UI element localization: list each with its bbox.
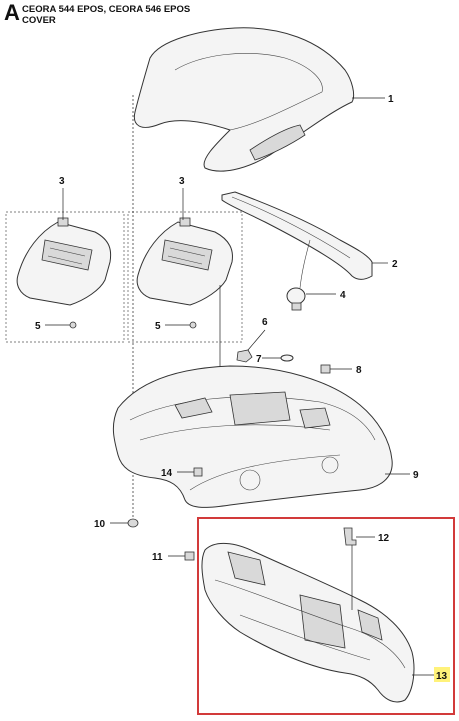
- part-12-bracket[interactable]: [343, 527, 357, 546]
- part-3-logo-cover-left[interactable]: [16, 217, 112, 306]
- diagram-subtitle: COVER: [22, 15, 56, 26]
- part-3-logo-cover-right[interactable]: [136, 217, 233, 306]
- part-11-nut[interactable]: [184, 551, 195, 561]
- part-14-bolt[interactable]: [193, 467, 203, 477]
- highlight-label-13: [434, 667, 450, 682]
- part-5-screw-left[interactable]: [69, 321, 77, 329]
- highlight-region: [197, 517, 455, 715]
- part-6-nut[interactable]: [236, 349, 253, 363]
- part-13-rear-cover[interactable]: [201, 543, 415, 703]
- callout-6[interactable]: 6: [262, 317, 268, 328]
- part-8-clip[interactable]: [320, 364, 331, 374]
- variant-box-right: [127, 211, 243, 343]
- section-letter: A: [4, 0, 20, 25]
- callout-4[interactable]: 4: [340, 290, 346, 301]
- part-5-screw-right[interactable]: [189, 321, 197, 329]
- part-4-cable-sensor[interactable]: [286, 239, 311, 311]
- diagram-title: CEORA 544 EPOS, CEORA 546 EPOS: [22, 4, 191, 15]
- callout-7[interactable]: 7: [256, 354, 262, 365]
- callout-13[interactable]: 13: [436, 671, 448, 682]
- part-10-rubber-foot[interactable]: [127, 518, 139, 528]
- callout-5a[interactable]: 5: [35, 321, 41, 332]
- callout-3b[interactable]: 3: [179, 176, 185, 187]
- callout-11[interactable]: 11: [152, 552, 163, 563]
- callout-1[interactable]: 1: [388, 94, 394, 105]
- callout-14[interactable]: 14: [161, 468, 173, 479]
- callout-5b[interactable]: 5: [155, 321, 161, 332]
- leader-line-6: [247, 329, 266, 351]
- part-7-washer[interactable]: [280, 354, 294, 362]
- part-1-top-cover[interactable]: [133, 27, 355, 172]
- part-9-main-cover[interactable]: [112, 365, 393, 508]
- part-2-handle-bar[interactable]: [221, 191, 373, 280]
- callout-3a[interactable]: 3: [59, 176, 65, 187]
- callout-9[interactable]: 9: [413, 470, 419, 481]
- callout-2[interactable]: 2: [392, 259, 398, 270]
- callout-12[interactable]: 12: [378, 533, 390, 544]
- callout-10[interactable]: 10: [94, 519, 106, 530]
- callout-8[interactable]: 8: [356, 365, 362, 376]
